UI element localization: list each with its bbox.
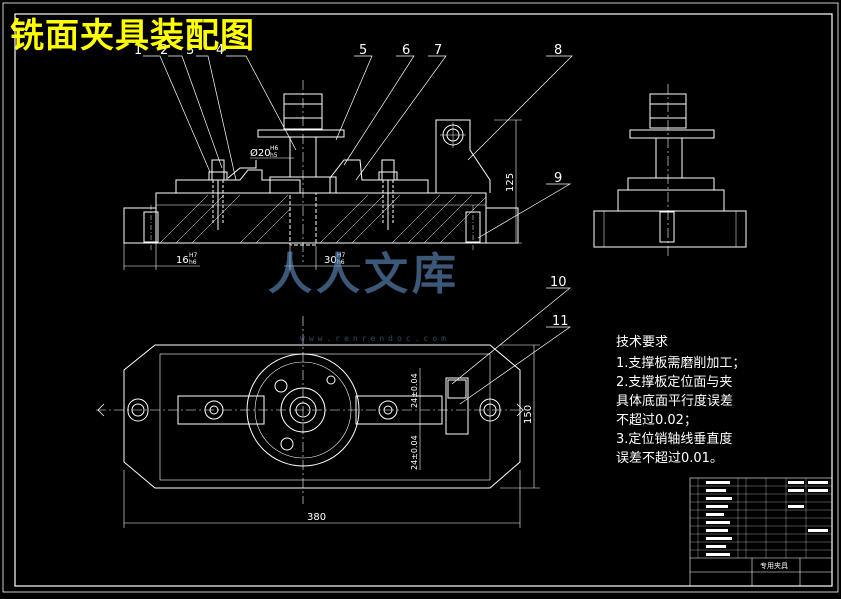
tech-req-line: 不超过0.02； (616, 413, 697, 428)
dim-30-fit-top: H7 (337, 252, 346, 259)
tech-req-line: 2.支撑板定位面与夹 (616, 375, 733, 390)
part-number: 5 (359, 43, 367, 58)
dim-16: 16 (176, 255, 189, 266)
dim-16-fit-top: H7 (189, 252, 198, 259)
front-view (123, 80, 519, 262)
dim-24-upper: 24±0.04 (410, 373, 419, 408)
part-number: 3 (186, 43, 194, 58)
dim-d20-fit-top: H6 (270, 145, 279, 152)
tech-req-line: 具体底面平行度误差 (616, 394, 734, 409)
title-block-drawing-name: 专用夹具 (760, 561, 788, 570)
part-number: 6 (402, 43, 410, 58)
technical-requirements: 技术要求 1.支撑板需磨削加工； 2.支撑板定位面与夹 具体底面平行度误差 不超… (616, 333, 745, 468)
part-number: 1 (134, 43, 142, 58)
dim-30: 30 (324, 255, 337, 266)
tech-req-line: 1.支撑板需磨削加工； (616, 356, 746, 371)
tech-req-heading: 技术要求 (616, 335, 669, 350)
part-number: 4 (216, 43, 224, 58)
part-number: 2 (160, 43, 168, 58)
dim-d20-fit-bottom: h5 (270, 152, 278, 159)
part-number: 8 (554, 43, 562, 58)
top-dimensions (123, 344, 540, 528)
top-view (96, 316, 524, 504)
dim-24-lower: 24±0.04 (410, 435, 419, 470)
title-block-cells (706, 481, 828, 556)
front-dimension-text: 125 16 H7 h6 30 H7 h6 Ø20 H6 h5 (176, 145, 516, 266)
drawing-title: 铣面夹具装配图 (10, 16, 255, 56)
dim-125: 125 (505, 173, 516, 192)
dim-30-fit-bottom: h6 (337, 259, 345, 266)
tech-req-line: 3.定位销轴线垂直度 (616, 432, 733, 447)
leader-lines (143, 55, 573, 405)
title-block (689, 477, 833, 587)
dim-d20: Ø20 (250, 147, 271, 159)
part-number: 11 (552, 314, 569, 329)
dim-16-fit-bottom: h6 (189, 259, 197, 266)
watermark-url: www.renrendoc.com (300, 334, 450, 343)
part-number: 7 (434, 43, 442, 58)
dim-150: 150 (523, 405, 534, 424)
part-number: 9 (554, 171, 562, 186)
watermark-text: 人人文库 (268, 249, 460, 300)
front-dimensions (123, 119, 522, 270)
tech-req-line: 误差不超过0.01。 (616, 451, 723, 466)
top-dimension-text: 380 150 24±0.04 24±0.04 (307, 373, 534, 523)
inner-border (14, 13, 833, 587)
part-number: 10 (550, 275, 567, 290)
side-view (593, 84, 747, 258)
part-number-labels: 1 2 3 4 5 6 7 8 9 10 11 (134, 43, 569, 329)
dim-380: 380 (307, 512, 326, 523)
